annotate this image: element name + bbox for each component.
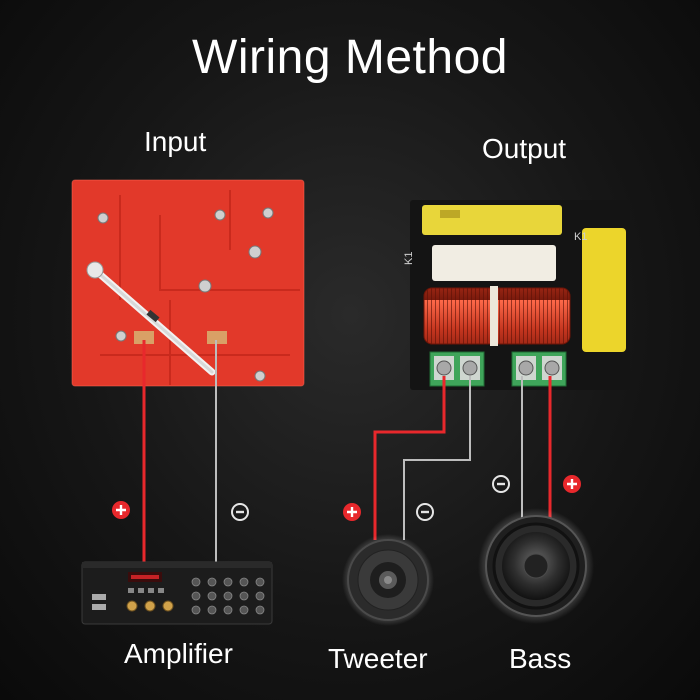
minus-circle-icon	[416, 503, 434, 521]
plus-circle-icon	[112, 501, 130, 519]
input-label: Input	[144, 126, 207, 157]
minus-circle-icon	[231, 503, 249, 521]
top-capacitor	[422, 205, 562, 235]
input-board-screws	[97, 207, 274, 382]
tweeter-label: Tweeter	[328, 643, 428, 674]
amplifier	[81, 561, 273, 625]
bass-label: Bass	[509, 643, 572, 674]
output-terminal-tweeter	[429, 351, 485, 387]
tweeter-speaker	[342, 534, 434, 626]
input-board	[71, 179, 305, 387]
k1-mark-left: K1	[403, 252, 415, 265]
plus-circle-icon	[563, 475, 581, 493]
input-pad-positive	[134, 331, 154, 344]
output-board: K1 K1	[403, 200, 630, 390]
bass-speaker	[478, 508, 594, 624]
k1-mark-right: K1	[574, 231, 587, 243]
output-label: Output	[482, 133, 567, 164]
plus-circle-icon	[343, 503, 361, 521]
wires	[142, 340, 552, 568]
resistor	[432, 245, 556, 281]
diagram-title: Wiring Method	[192, 31, 508, 84]
tweeter-negative-wire	[403, 376, 471, 540]
amplifier-label: Amplifier	[124, 638, 233, 669]
output-terminal-bass	[511, 351, 567, 387]
input-pad-negative	[207, 331, 227, 344]
tweeter-positive-wire	[373, 376, 446, 540]
input-board-body	[72, 180, 304, 386]
side-capacitor	[582, 228, 626, 352]
minus-circle-icon	[492, 475, 510, 493]
